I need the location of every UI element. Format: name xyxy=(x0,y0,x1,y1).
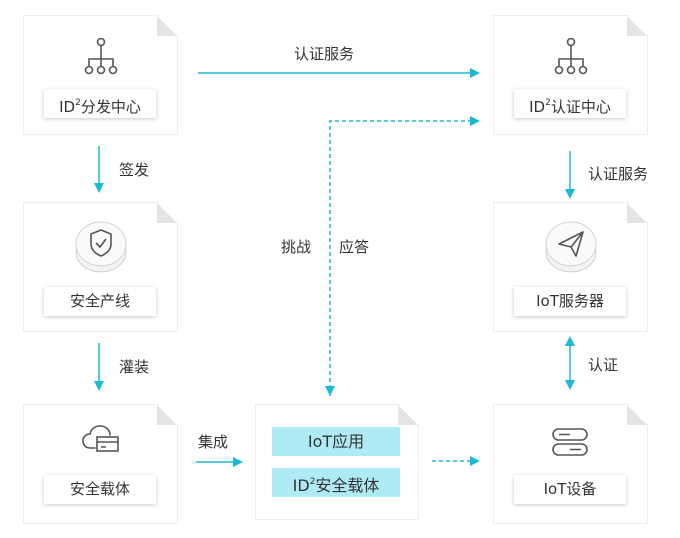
node-id2-auth-center: ID2认证中心 xyxy=(493,15,648,135)
edge-label-auth-service-top: 认证服务 xyxy=(294,45,355,63)
hierarchy-icon xyxy=(553,37,589,75)
node-id2-issue-center: ID2分发中心 xyxy=(23,15,178,135)
edge-label-integrate: 集成 xyxy=(198,433,229,451)
node-label: 安全载体 xyxy=(44,475,156,504)
node-iot-server: IoT服务器 xyxy=(493,202,648,332)
node-label: 安全产线 xyxy=(44,287,156,316)
arrow-challenge-down-head xyxy=(325,386,335,396)
edge-label-fill: 灌装 xyxy=(119,358,150,376)
iot-app-box: IoT应用 xyxy=(272,427,400,456)
node-iot-app: IoT应用 ID2安全载体 xyxy=(255,404,419,520)
arrow-challenge-response xyxy=(329,116,480,396)
node-secure-line: 安全产线 xyxy=(23,202,178,332)
node-label: IoT服务器 xyxy=(514,287,626,316)
node-label: ID2认证中心 xyxy=(514,89,626,118)
node-label: IoT设备 xyxy=(514,475,626,504)
edge-label-response: 应答 xyxy=(339,238,370,256)
paper-plane-icon xyxy=(544,217,598,275)
edge-label-auth: 认证 xyxy=(588,356,619,374)
node-iot-device: IoT设备 xyxy=(493,404,648,524)
edge-label-challenge: 挑战 xyxy=(281,238,312,256)
hierarchy-icon xyxy=(83,37,119,75)
edge-label-issue: 签发 xyxy=(119,161,150,179)
shield-check-icon xyxy=(74,217,128,275)
id2-secure-carrier-box: ID2安全载体 xyxy=(272,468,400,497)
server-icon xyxy=(552,428,588,456)
node-label: ID2分发中心 xyxy=(44,89,156,118)
cloud-card-icon xyxy=(82,424,120,454)
node-secure-carrier: 安全载体 xyxy=(23,404,178,524)
edge-label-auth-service-right: 认证服务 xyxy=(588,165,649,183)
